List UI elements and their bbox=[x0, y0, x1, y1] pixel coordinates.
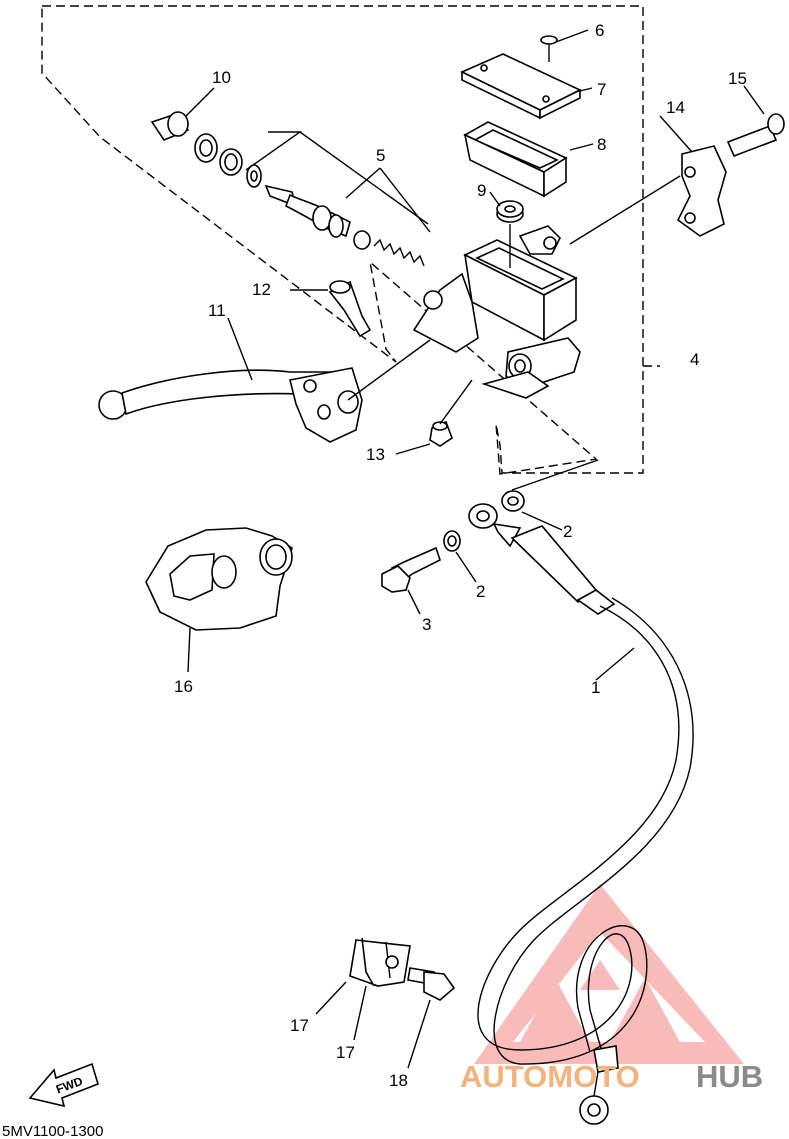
copper-washers bbox=[443, 490, 525, 552]
callout-17-b: 17 bbox=[336, 1043, 355, 1062]
callout-1: 1 bbox=[591, 678, 600, 697]
callout-10: 10 bbox=[212, 68, 231, 87]
callout-12: 12 bbox=[252, 280, 271, 299]
watermark-text-a: AUTOMOTO bbox=[460, 1059, 640, 1094]
callout-18: 18 bbox=[389, 1071, 408, 1090]
plate-washer bbox=[496, 200, 524, 223]
assembly-boundary-dashed bbox=[41, 5, 644, 475]
pivot-nut bbox=[429, 420, 453, 447]
callout-14: 14 bbox=[666, 98, 685, 117]
callout-13: 13 bbox=[366, 445, 385, 464]
callout-11: 11 bbox=[208, 301, 226, 320]
callout-2-lower: 2 bbox=[476, 582, 485, 601]
callout-9: 9 bbox=[477, 181, 486, 200]
reservoir-cap bbox=[460, 53, 582, 120]
callout-17-a: 17 bbox=[290, 1016, 309, 1035]
callout-16: 16 bbox=[174, 677, 193, 696]
callout-8: 8 bbox=[597, 135, 606, 154]
watermark-text-b: HUB bbox=[696, 1059, 763, 1094]
pivot-bolt bbox=[328, 280, 372, 338]
diagram-code: 5MV1100-1300 bbox=[2, 1123, 103, 1139]
dust-boot-set bbox=[150, 111, 243, 176]
lever-holder-clamp bbox=[676, 145, 727, 237]
callout-15: 15 bbox=[728, 69, 747, 88]
union-bolt bbox=[381, 546, 441, 593]
hose-clamp bbox=[349, 937, 411, 987]
diaphragm bbox=[463, 121, 568, 198]
callout-2-upper: 2 bbox=[563, 522, 572, 541]
brake-hose bbox=[468, 503, 694, 1125]
callout-4: 4 bbox=[690, 350, 699, 369]
watermark-logo bbox=[474, 884, 744, 1064]
piston-kit bbox=[246, 164, 425, 267]
callout-6: 6 bbox=[595, 21, 604, 40]
lever-cover bbox=[145, 527, 293, 631]
forward-arrow-icon: FWD bbox=[28, 1062, 99, 1108]
holder-bolt bbox=[726, 113, 785, 158]
callout-5: 5 bbox=[376, 146, 385, 165]
clamp-bolt bbox=[407, 967, 456, 1001]
callout-7: 7 bbox=[597, 80, 606, 99]
cap-screw bbox=[540, 35, 558, 62]
master-cylinder-body bbox=[412, 224, 581, 399]
leader-lines bbox=[185, 29, 765, 1069]
clutch-lever bbox=[98, 367, 363, 443]
callout-3: 3 bbox=[422, 615, 431, 634]
callout-labels: 1 2 2 3 4 5 6 7 8 9 10 11 12 13 14 15 16… bbox=[174, 21, 747, 1090]
